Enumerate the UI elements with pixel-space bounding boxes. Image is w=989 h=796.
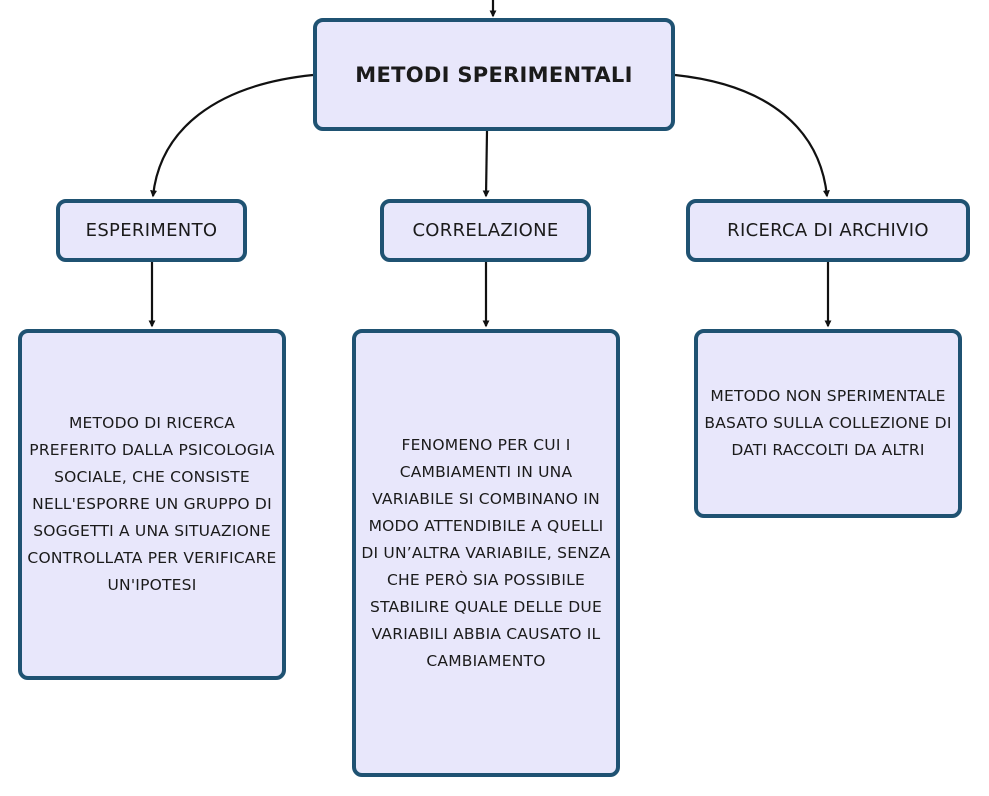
description-text-ricerca-di-archivio: METODO NON SPERIMENTALE BASATO SULLA COL…: [704, 387, 952, 459]
connector-root-to-ricerca-di-archivio: [674, 73, 830, 198]
description-text-correlazione: FENOMENO PER CUI I CAMBIAMENTI IN UNA VA…: [361, 435, 611, 670]
description-node-ricerca-di-archivio: METODO NON SPERIMENTALE BASATO SULLA COL…: [694, 329, 962, 518]
category-node-esperimento: ESPERIMENTO: [56, 199, 247, 262]
root-node: METODI SPERIMENTALI: [313, 18, 675, 131]
category-label-ricerca-di-archivio: RICERCA DI ARCHIVIO: [727, 220, 929, 241]
category-label-correlazione: CORRELAZIONE: [412, 220, 559, 241]
category-node-ricerca-di-archivio: RICERCA DI ARCHIVIO: [686, 199, 970, 262]
category-label-esperimento: ESPERIMENTO: [85, 220, 218, 241]
description-text-esperimento: METODO DI RICERCA PREFERITO DALLA PSICOL…: [27, 414, 277, 594]
description-node-correlazione: FENOMENO PER CUI I CAMBIAMENTI IN UNA VA…: [352, 329, 620, 777]
connector-root-to-correlazione: [482, 130, 490, 198]
description-node-esperimento: METODO DI RICERCA PREFERITO DALLA PSICOL…: [18, 329, 286, 680]
connector-root-to-esperimento: [150, 73, 314, 198]
category-node-correlazione: CORRELAZIONE: [380, 199, 591, 262]
root-label: METODI SPERIMENTALI: [355, 62, 633, 87]
